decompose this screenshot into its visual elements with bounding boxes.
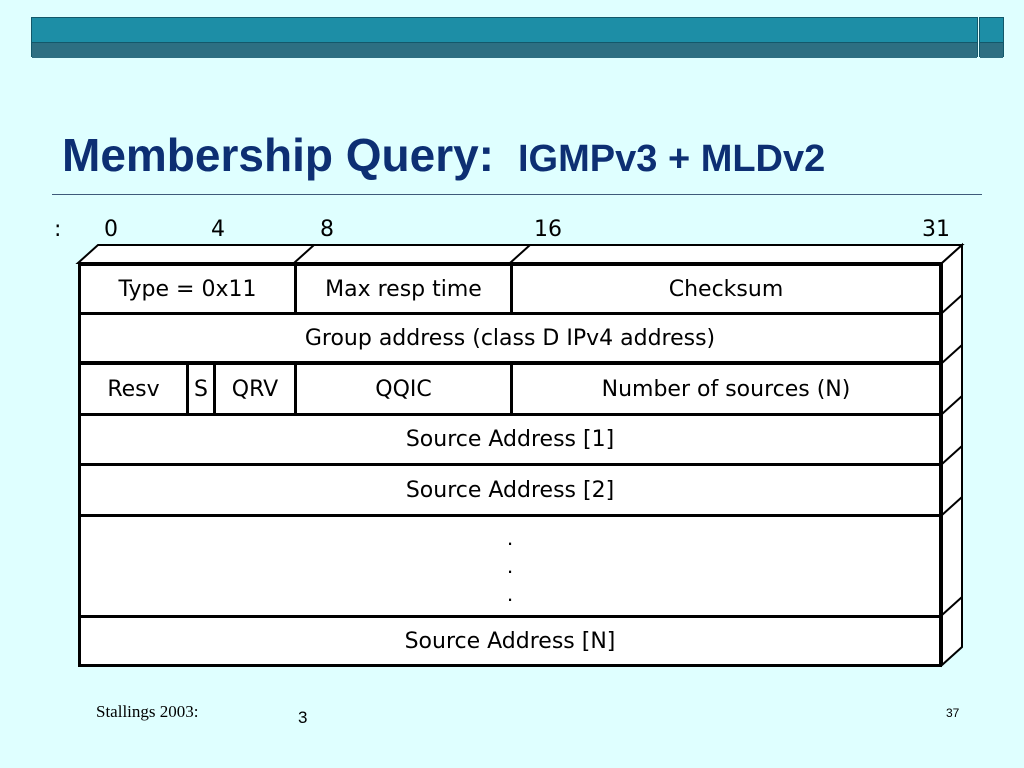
slide-title: Membership Query: IGMPv3 + MLDv2 bbox=[62, 128, 825, 182]
cell-qqic: QQIC bbox=[297, 365, 513, 413]
bit-label-16: 16 bbox=[534, 217, 562, 242]
cell-number-of-sources: Number of sources (N) bbox=[601, 376, 851, 402]
row-flags: Resv S QRV QQIC Number of sources (N) bbox=[78, 362, 942, 416]
bit-label-0: 0 bbox=[104, 217, 118, 242]
cell-s-flag: S bbox=[189, 365, 216, 413]
cell-resv: Resv bbox=[81, 365, 189, 413]
cell-qrv: QRV bbox=[216, 365, 297, 413]
header-bar bbox=[31, 17, 978, 58]
cell-type: Type = 0x11 bbox=[81, 266, 297, 312]
bit-label-8: 8 bbox=[320, 217, 334, 242]
cell-source-address-n: Source Address [N] bbox=[404, 628, 616, 654]
title-main: Membership Query: bbox=[62, 129, 494, 181]
row-header: Type = 0x11 Max resp time Checksum bbox=[78, 263, 942, 315]
cell-source-address-1: Source Address [1] bbox=[405, 427, 615, 452]
title-subtitle: IGMPv3 + MLDv2 bbox=[518, 138, 826, 180]
row-source-n: Source Address [N] bbox=[78, 615, 942, 667]
footer-ref-number: 3 bbox=[298, 708, 308, 727]
page-number: 37 bbox=[946, 706, 960, 720]
dot-1: . bbox=[506, 525, 514, 550]
bit-colon: : bbox=[54, 217, 62, 242]
dot-3: . bbox=[506, 581, 514, 606]
row-group-address: Group address (class D IPv4 address) bbox=[78, 312, 942, 364]
cell-max-resp-time: Max resp time bbox=[297, 266, 513, 312]
bit-label-31: 31 bbox=[922, 217, 950, 242]
header-square-band bbox=[980, 42, 1003, 58]
row-source-1: Source Address [1] bbox=[78, 413, 942, 466]
header-bar-band bbox=[32, 42, 977, 58]
footer-citation: Stallings 2003: bbox=[96, 702, 199, 721]
dot-2: . bbox=[506, 553, 514, 578]
row-ellipsis: . . . bbox=[78, 514, 942, 618]
cell-source-address-2: Source Address [2] bbox=[405, 477, 615, 503]
cell-group-address: Group address (class D IPv4 address) bbox=[304, 325, 716, 351]
bit-label-4: 4 bbox=[211, 217, 225, 242]
row-source-2: Source Address [2] bbox=[78, 463, 942, 517]
ellipsis-dots: . . . bbox=[81, 517, 939, 615]
title-rule bbox=[52, 194, 982, 195]
header-square bbox=[979, 17, 1004, 58]
cell-checksum: Checksum bbox=[668, 276, 784, 302]
